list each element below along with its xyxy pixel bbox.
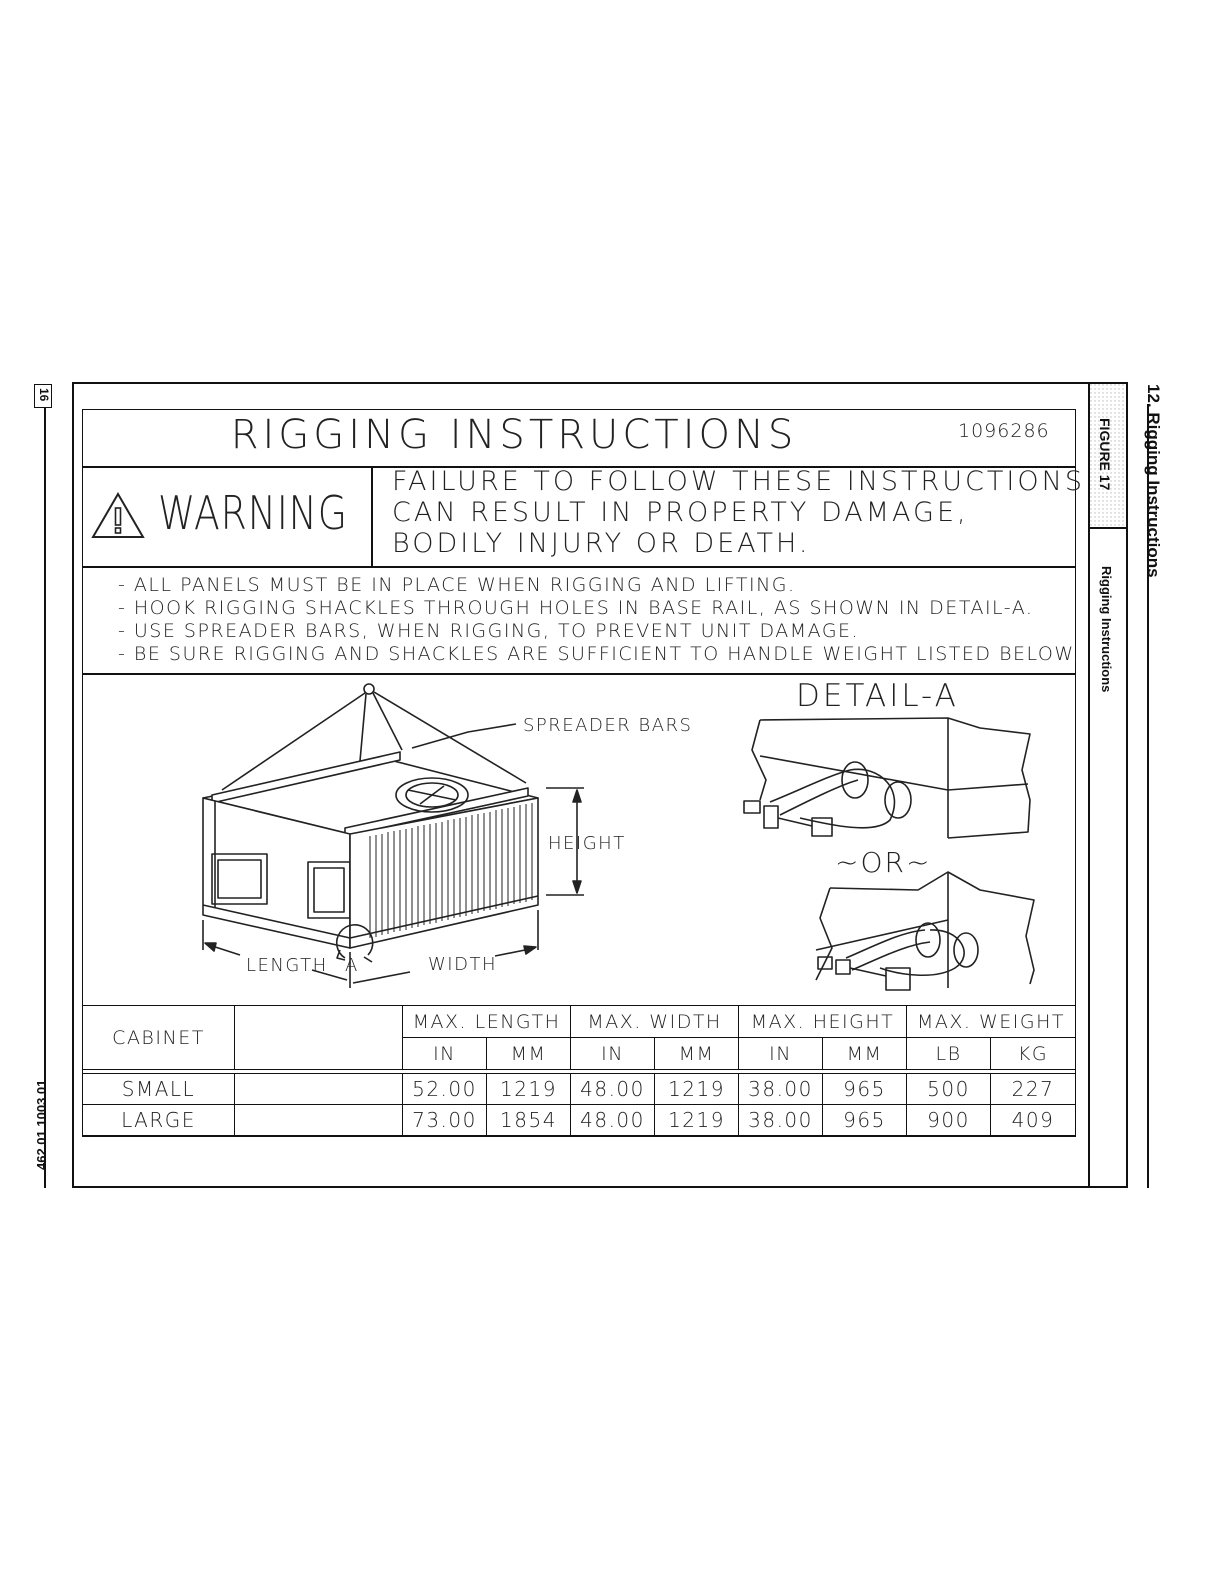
value-cell: 1219 [654,1073,740,1105]
unit-header: IN [402,1037,487,1070]
title-divider [82,466,1076,468]
figure-frame [72,382,1128,1188]
cabinet-header: CABINET [82,1005,235,1070]
value-cell: 48.00 [570,1073,656,1105]
rigging-illustration: SPREADER BARS HEIGHT LENGTH A WIDTH ~OR~ [202,683,1035,991]
figure-frame-divider [1088,382,1090,1188]
warning-text: FAILURE TO FOLLOW THESE INSTRUCTIONS CAN… [392,466,1085,559]
note-item: - BE SURE RIGGING AND SHACKLES ARE SUFFI… [118,643,1081,665]
figure-label-column [1090,384,1126,1186]
table-unit-row: IN MM IN MM IN MM LB KG [83,1037,1077,1070]
note-item: - HOOK RIGGING SHACKLES THROUGH HOLES IN… [118,597,1034,619]
left-margin-rule [44,408,46,1188]
group-header: MAX. HEIGHT [738,1005,908,1038]
drawing-sheet [82,409,1076,1137]
unit-header: IN [570,1037,656,1070]
figure-label-divider [1090,527,1126,529]
detail-a-title: DETAIL-A [796,678,959,714]
figure-caption: Rigging Instructions [1099,566,1114,693]
height-label: HEIGHT [548,833,626,854]
value-cell: 965 [822,1073,908,1105]
value-cell: 38.00 [738,1073,824,1105]
document-number: 462 01 1003 01 [34,1079,49,1170]
section-title: 12. Rigging Instructions [1144,384,1163,578]
figure-label-shading [1090,384,1126,526]
drawing-number: 1096286 [958,420,1050,442]
warning-divider [371,466,373,566]
unit-header: KG [990,1037,1077,1070]
page-number: 16 [37,388,51,402]
group-header: MAX. WEIGHT [906,1005,1077,1038]
blank-cell [234,1073,403,1105]
unit-header: MM [485,1037,572,1070]
value-cell: 409 [990,1104,1077,1136]
cabinet-cell: LARGE [82,1104,235,1136]
warning-line: FAILURE TO FOLLOW THESE INSTRUCTIONS [392,466,1085,497]
note-item: - USE SPREADER BARS, WHEN RIGGING, TO PR… [118,620,860,642]
notes-bottom-divider [82,673,1076,675]
warning-bottom-divider [82,566,1076,568]
value-cell: 73.00 [402,1104,487,1136]
right-margin-rule [1147,404,1149,1188]
blank-cell [234,1104,403,1136]
detail-a-callout: A [345,955,359,976]
group-header: MAX. LENGTH [401,1005,572,1038]
warning-line: BODILY INJURY OR DEATH. [392,528,811,559]
rigging-notes: - ALL PANELS MUST BE IN PLACE WHEN RIGGI… [118,574,1080,666]
blank-header-cell [234,1005,403,1070]
value-cell: 48.00 [570,1104,656,1136]
note-item: - ALL PANELS MUST BE IN PLACE WHEN RIGGI… [118,574,796,596]
table-row: SMALL 52.00 1219 48.00 1219 38.00 965 50… [82,1073,1077,1105]
or-label: ~OR~ [835,846,931,879]
length-label: LENGTH [246,955,328,976]
unit-header: IN [738,1037,824,1070]
unit-header: MM [654,1037,740,1070]
value-cell: 38.00 [738,1104,824,1136]
width-label: WIDTH [428,954,497,975]
figure-label: FIGURE 17 [1097,418,1113,491]
warning-line: CAN RESULT IN PROPERTY DAMAGE, [392,497,969,528]
page-number-box: 16 [34,384,52,408]
warning-label: WARNING [158,486,348,540]
value-cell: 52.00 [402,1073,487,1105]
unit-header: MM [822,1037,908,1070]
drawing-title: RIGGING INSTRUCTIONS [230,412,798,458]
value-cell: 900 [906,1104,992,1136]
value-cell: 500 [906,1073,992,1105]
value-cell: 965 [822,1104,908,1136]
value-cell: 1854 [485,1104,572,1136]
value-cell: 1219 [654,1104,740,1136]
cabinet-cell: SMALL [82,1073,235,1105]
group-header: MAX. WIDTH [570,1005,740,1038]
unit-header: LB [906,1037,992,1070]
value-cell: 227 [990,1073,1077,1105]
table-row: LARGE 73.00 1854 48.00 1219 38.00 965 90… [82,1104,1077,1136]
value-cell: 1219 [485,1073,572,1105]
cabinet-dimensions-table: CABINET MAX. LENGTH MAX. WIDTH MAX. HEIG… [82,1005,1077,1136]
spreader-bars-label: SPREADER BARS [523,715,692,736]
warning-triangle-icon [91,492,145,538]
table-header-row: CABINET MAX. LENGTH MAX. WIDTH MAX. HEIG… [82,1005,1077,1070]
